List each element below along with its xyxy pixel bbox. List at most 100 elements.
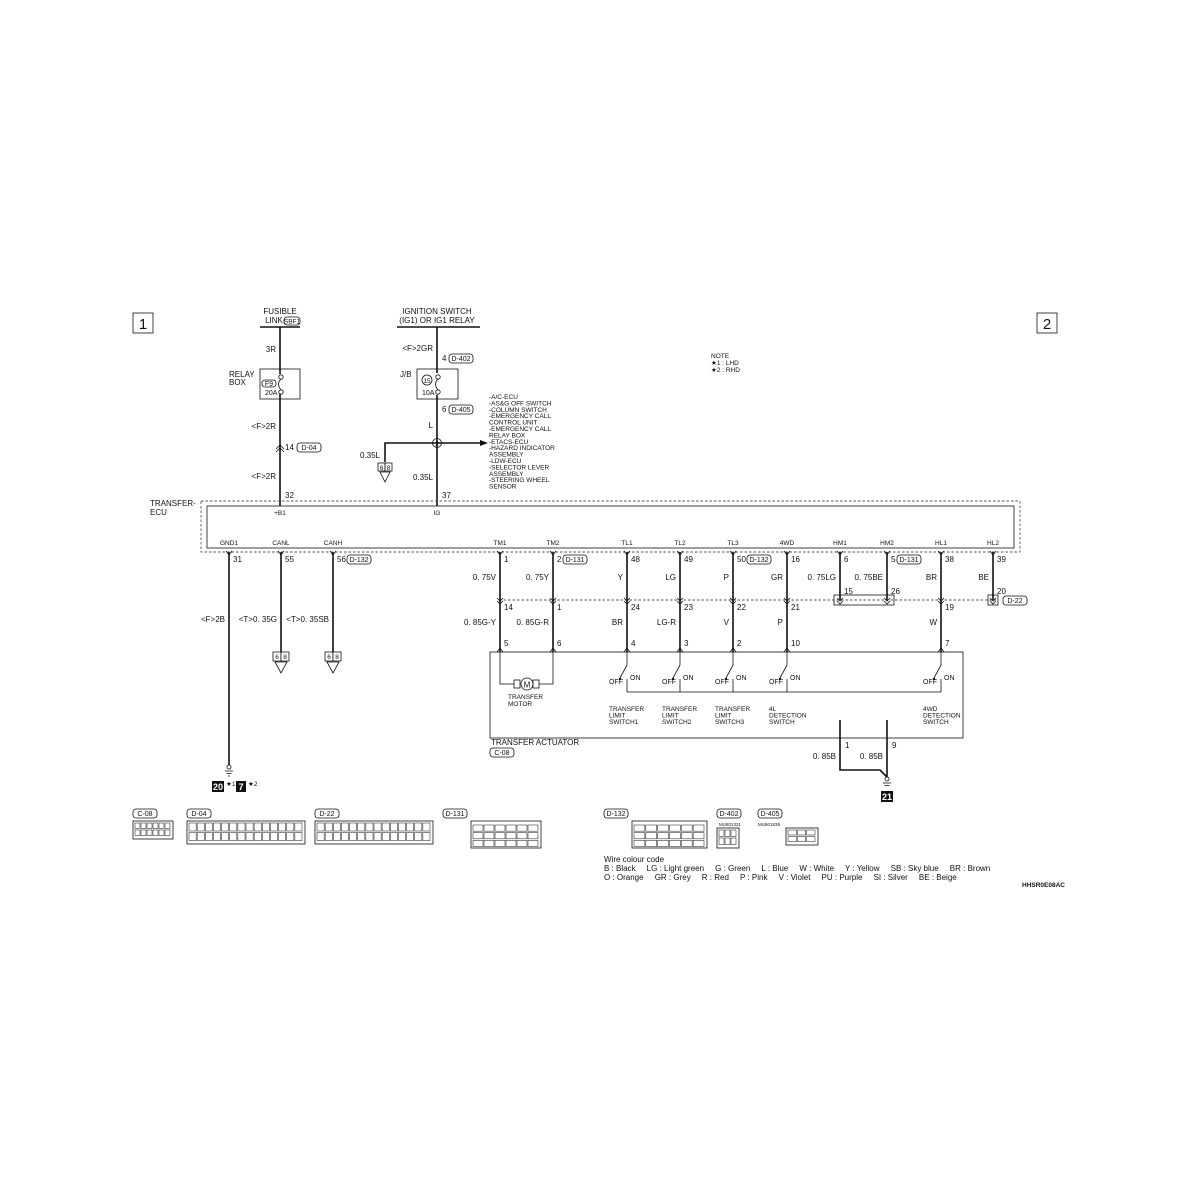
wire-label: LG-R (657, 618, 676, 627)
switch-label: DETECTION (769, 713, 807, 720)
svg-text:OFF: OFF (923, 679, 937, 686)
svg-text:C-08: C-08 (494, 750, 509, 757)
svg-text:TRANSFER ACTUATOR: TRANSFER ACTUATOR (491, 738, 579, 747)
pin-name: TM2 (547, 540, 560, 547)
switch-label: TRANSFER (662, 706, 697, 713)
svg-text:D-402: D-402 (719, 811, 738, 818)
svg-text:OFF: OFF (769, 679, 783, 686)
wire-label: W (929, 618, 937, 627)
destination-item: -EMERGENCY CALL (489, 426, 551, 433)
destination-item: ASSEMBLY (489, 452, 524, 459)
svg-text:D-405: D-405 (760, 811, 779, 818)
svg-text:Wire colour code: Wire colour code (604, 855, 665, 864)
svg-text:NOTE: NOTE (711, 353, 730, 360)
wire-label: 0. 75BE (855, 573, 883, 582)
pin-number: 1 (504, 555, 509, 564)
pin-name: TL3 (727, 540, 739, 547)
svg-text:8: 8 (387, 465, 391, 472)
connector-tag: D-132 (749, 557, 768, 564)
svg-text:0.35L: 0.35L (360, 451, 381, 460)
switch-label: LIMIT (662, 713, 679, 720)
svg-text:37: 37 (442, 491, 451, 500)
switch-label: DETECTION (923, 713, 961, 720)
transfer-ecu: TRANSFER- ECU (150, 499, 1021, 601)
switch-label: SWITCH (923, 719, 949, 726)
ground-gnd1: 20 ★1 7 ★2 (212, 552, 258, 792)
pin-number: 55 (285, 555, 294, 564)
wire-label: Y (618, 573, 624, 582)
svg-text:B : Black LG : Light green: B : Black LG : Light green G : Green L :… (604, 864, 990, 873)
pin-number: 48 (631, 555, 640, 564)
wire-label: 0. 85G-R (517, 618, 550, 627)
svg-text:BOX: BOX (229, 378, 247, 387)
svg-text:TRANSFER-: TRANSFER- (150, 499, 196, 508)
junction-pin: 15 (844, 587, 853, 596)
svg-text:3R: 3R (266, 345, 276, 354)
pin-name: CANL (272, 540, 290, 547)
pin-number: 39 (997, 555, 1006, 564)
junction-pin: 26 (891, 587, 900, 596)
wire-label: GR (771, 573, 783, 582)
pin-number: 6 (844, 555, 849, 564)
svg-text:M: M (524, 681, 531, 690)
switch-label: LIMIT (609, 713, 626, 720)
pin-number: 16 (791, 555, 800, 564)
connector-d-22: D-22 (314, 808, 434, 845)
svg-text:ECU: ECU (150, 508, 167, 517)
svg-text:D-402: D-402 (451, 356, 470, 363)
junction-pin: 22 (737, 603, 746, 612)
svg-text:OFF: OFF (715, 679, 729, 686)
connector-tag: D-22 (1007, 598, 1022, 605)
svg-text:L: L (429, 421, 434, 430)
destination-item: -EMERGENCY CALL (489, 413, 551, 420)
svg-text:0.35L: 0.35L (413, 473, 434, 482)
wire-label: P (724, 573, 729, 582)
page-marker-1: 1 (132, 312, 154, 334)
pin-name: HL1 (935, 540, 947, 547)
svg-text:20: 20 (213, 782, 223, 792)
pin-number: 2 (557, 555, 562, 564)
pin-name: GND1 (220, 540, 238, 547)
actuator-pin: 6 (557, 639, 562, 648)
svg-text:IG: IG (434, 510, 441, 517)
svg-text:6: 6 (275, 654, 279, 661)
destination-item: -SELECTOR LEVER (489, 464, 550, 471)
svg-text:1: 1 (139, 316, 147, 333)
svg-text:ON: ON (736, 675, 747, 682)
svg-text:J/B: J/B (400, 370, 412, 379)
destination-item: -ETACS-ECU (489, 439, 529, 446)
svg-text:D-04: D-04 (301, 445, 316, 452)
fusible-link-label: FUSIBLE (263, 307, 296, 316)
svg-text:MOTOR: MOTOR (508, 701, 532, 708)
destination-item: -COLUMN SWITCH (489, 407, 547, 414)
svg-text:<F>2R: <F>2R (252, 422, 277, 431)
pin-number: 56 (337, 555, 346, 564)
svg-text:ON: ON (790, 675, 801, 682)
ignition-switch-label: IGNITION SWITCH (402, 307, 472, 316)
svg-text:4: 4 (442, 354, 447, 363)
svg-text:9: 9 (892, 741, 897, 750)
pin-name: TM1 (494, 540, 507, 547)
connector-c-08: C-08 (132, 808, 174, 840)
svg-text:SBF1: SBF1 (284, 319, 301, 326)
transfer-actuator: TRANSFER ACTUATOR C-08 M TRANSFER MOTOR … (489, 651, 964, 802)
svg-text:14: 14 (285, 443, 294, 452)
svg-text:ON: ON (630, 675, 641, 682)
wire-label: <F>2B (201, 615, 225, 624)
wire-label: V (724, 618, 730, 627)
wire-colour-code: Wire colour code B : Black LG : Light gr… (604, 855, 990, 882)
destination-item: -LDW-ECU (489, 458, 522, 465)
